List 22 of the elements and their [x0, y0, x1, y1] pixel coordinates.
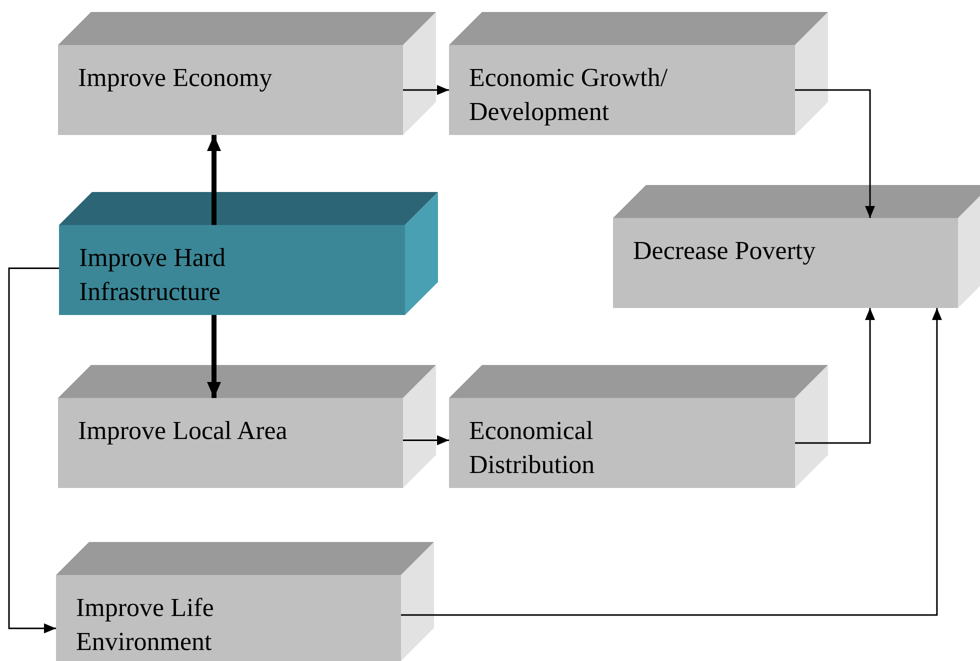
process-box — [56, 575, 401, 661]
process-box — [449, 398, 795, 488]
process-box — [613, 218, 958, 308]
arrow — [207, 135, 221, 225]
box-label: Improve Hard Infrastructure — [79, 242, 227, 308]
box-label: Decrease Poverty — [633, 235, 817, 267]
arrow — [403, 435, 449, 446]
process-box — [449, 45, 795, 135]
process-box — [58, 398, 403, 488]
arrow — [795, 89, 876, 218]
arrow — [207, 315, 221, 398]
arrow — [403, 85, 449, 95]
box-label: Economical Distribution — [469, 415, 596, 481]
process-box — [58, 45, 403, 135]
arrow — [8, 267, 59, 634]
box-label: Improve Local Area — [78, 415, 288, 447]
arrow — [401, 308, 942, 616]
box-label: Improve Economy — [78, 62, 274, 94]
box-label: Improve Life Environment — [76, 592, 215, 658]
arrow — [795, 308, 876, 444]
box-label: Economic Growth/ Development — [469, 62, 669, 128]
process-box — [59, 225, 405, 315]
